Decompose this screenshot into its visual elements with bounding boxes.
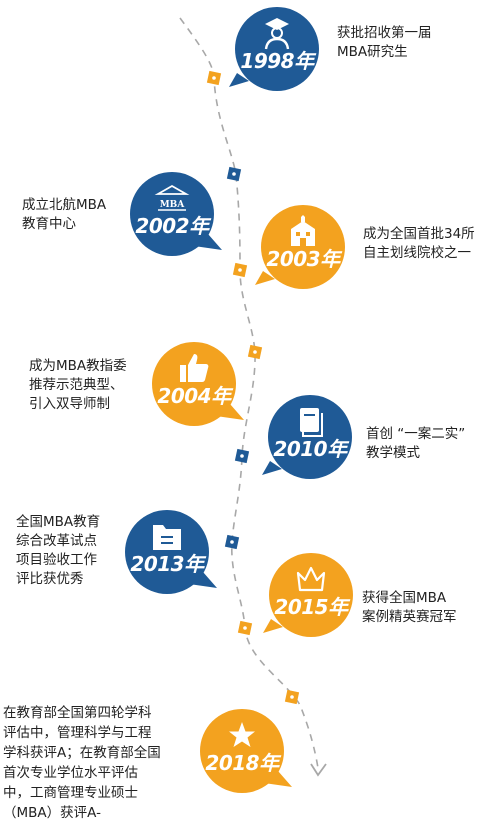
timeline-node-dot — [290, 695, 294, 699]
graduate-icon — [264, 18, 290, 50]
milestone-text-2018: 在教育部全国第四轮学科 评估中，管理科学与工程 学科获评A；在教育部全国 首次专… — [3, 705, 161, 821]
milestone-bubble-2002: MBA 2002年 — [130, 172, 222, 256]
milestone-text-2010: 首创 “一案二实” 教学模式 — [366, 426, 466, 461]
year-label: 2018年 — [205, 751, 279, 775]
year-label: 2015年 — [274, 595, 348, 619]
crown-icon — [296, 566, 326, 592]
milestone-bubble-2013: 2013年 — [125, 510, 217, 594]
milestone-text-2002: 成立北航MBA 教育中心 — [22, 197, 107, 232]
timeline-node-dot — [243, 626, 247, 630]
milestone-bubble-2015: 2015年 — [263, 553, 353, 637]
timeline-node-dot — [232, 172, 236, 176]
timeline-node-dot — [230, 540, 234, 544]
milestone-text-2015: 获得全国MBA 案例精英赛冠军 — [362, 590, 457, 625]
arrow-head-icon — [310, 763, 327, 777]
milestone-text-2004: 成为MBA教指委 推荐示范典型、 引入双导师制 — [29, 358, 127, 412]
milestone-bubble-2004: 2004年 — [152, 342, 244, 426]
mba-building-icon: MBA — [154, 184, 190, 211]
timeline-node-dot — [238, 268, 242, 272]
milestone-bubble-1998: 1998年 — [229, 7, 319, 91]
milestone-bubble-2010: 2010年 — [262, 395, 352, 479]
year-label: 2002年 — [135, 214, 209, 238]
milestone-text-1998: 获批招收第一届 MBA研究生 — [337, 25, 432, 60]
milestone-bubble-2018: 2018年 — [200, 709, 292, 793]
book-icon — [300, 408, 323, 437]
mba-logo-text: MBA — [160, 200, 186, 210]
thumbs-up-icon — [180, 354, 209, 382]
year-label: 2003年 — [266, 247, 340, 271]
year-label: 2013年 — [130, 552, 204, 576]
year-label: 2004年 — [157, 384, 231, 408]
timeline-node-dot — [212, 76, 216, 80]
milestone-text-2003: 成为全国首批34所 自主划线院校之一 — [363, 226, 475, 261]
timeline-node-dot — [253, 350, 257, 354]
year-label: 1998年 — [240, 49, 314, 73]
milestone-text-2013: 全国MBA教育 综合改革试点 项目验收工作 评比获优秀 — [16, 514, 101, 587]
timeline-node-dot — [240, 454, 244, 458]
milestone-bubble-2003: 2003年 — [255, 205, 345, 289]
year-label: 2010年 — [273, 437, 347, 461]
school-icon — [291, 215, 315, 246]
star-icon — [229, 722, 255, 747]
folder-icon — [153, 525, 181, 550]
